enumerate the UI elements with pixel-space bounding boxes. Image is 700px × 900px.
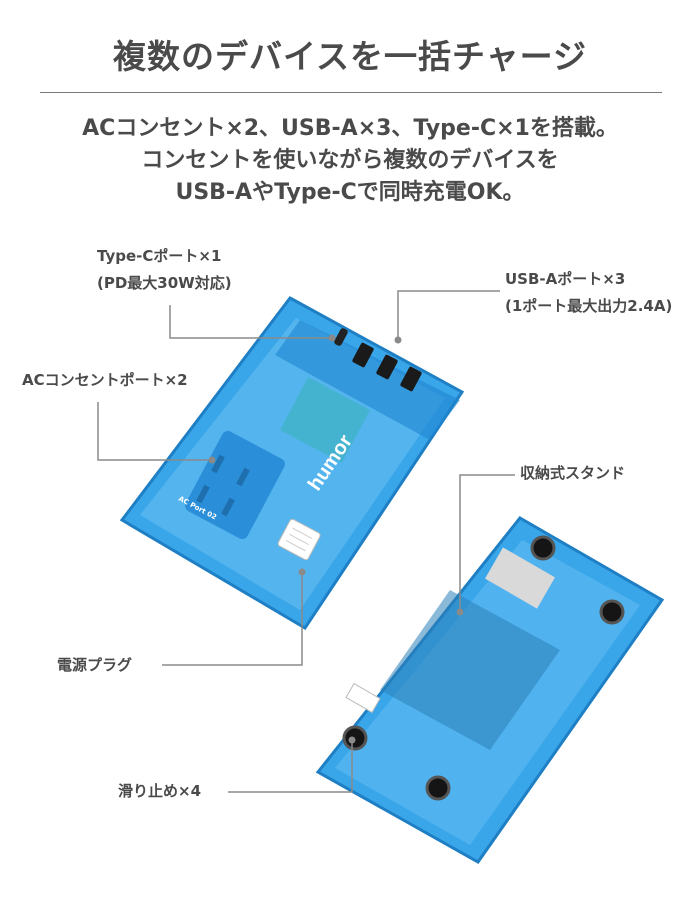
- subtitle-line-3: USB-AやType-Cで同時充電OK。: [175, 180, 525, 205]
- title-divider: [40, 92, 662, 93]
- callout-feet: 滑り止め×4: [118, 782, 202, 800]
- usb-a-ports: [352, 342, 422, 392]
- spec-label: [485, 547, 555, 609]
- callout-type-c: Type-Cポート×1 (PD最大30W対応): [97, 243, 232, 297]
- subtitle-line-1: ACコンセント×2、USB-A×3、Type-C×1を搭載。: [82, 116, 618, 141]
- retractable-stand: [380, 590, 560, 750]
- page-title: 複数のデバイスを一括チャージ: [112, 37, 588, 76]
- rubber-feet: [342, 535, 625, 801]
- charger-back-view: [315, 516, 665, 864]
- charger-front-view: Type-C 01 USB-A Port 03 AC Port 02 humor: [119, 296, 465, 631]
- callout-type-c-detail: (PD最大30W対応): [97, 274, 232, 292]
- callout-stand: 収納式スタンド: [520, 464, 626, 482]
- port-label-usb-a: USB-A Port 03: [396, 330, 449, 363]
- callout-plug: 電源プラグ: [57, 656, 133, 674]
- callout-usb-a: USB-Aポート×3 (1ポート最大出力2.4A): [505, 266, 672, 320]
- callout-usb-a-detail: (1ポート最大出力2.4A): [505, 297, 673, 315]
- leader-dots: [208, 334, 464, 744]
- callout-usb-a-title: USB-Aポート×3: [505, 270, 626, 288]
- usb-c-port: [334, 328, 348, 346]
- power-plug: [277, 518, 321, 561]
- callout-type-c-title: Type-Cポート×1: [97, 247, 222, 265]
- callout-ac-outlet: ACコンセントポート×2: [22, 371, 188, 389]
- subtitle-line-2: コンセントを使いながら複数のデバイスを: [141, 148, 559, 173]
- leader-lines: [97, 290, 515, 793]
- port-label-type-c: Type-C 01: [359, 313, 397, 338]
